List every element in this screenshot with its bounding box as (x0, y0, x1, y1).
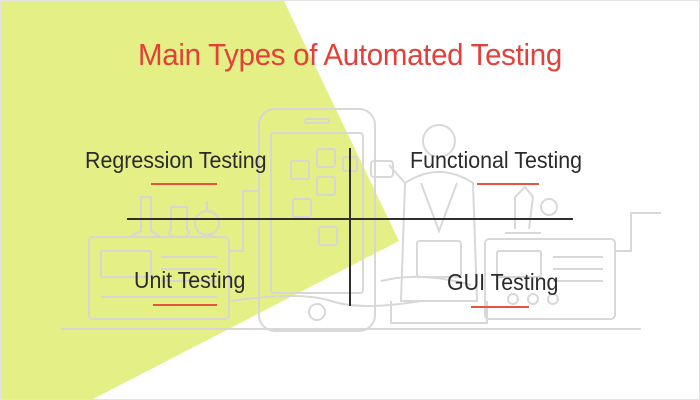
microscope-icon (505, 185, 558, 234)
lab-beaker-icon (128, 196, 220, 239)
highlight-triangle (1, 1, 399, 399)
gui-testing-label: GUI Testing (447, 269, 559, 295)
unit-testing-underline (153, 304, 217, 306)
regression-testing-label: Regression Testing (85, 147, 267, 173)
smartphone-icon (258, 108, 376, 332)
lab-machine-icon (484, 212, 661, 320)
gui-testing-underline (471, 306, 529, 308)
functional-testing-underline (477, 183, 539, 185)
vertical-axis (349, 148, 351, 306)
scientist-icon (370, 124, 488, 324)
unit-testing-label: Unit Testing (134, 267, 246, 293)
regression-testing-underline (151, 183, 217, 185)
page-title: Main Types of Automated Testing (138, 37, 562, 72)
functional-testing-label: Functional Testing (410, 147, 583, 173)
